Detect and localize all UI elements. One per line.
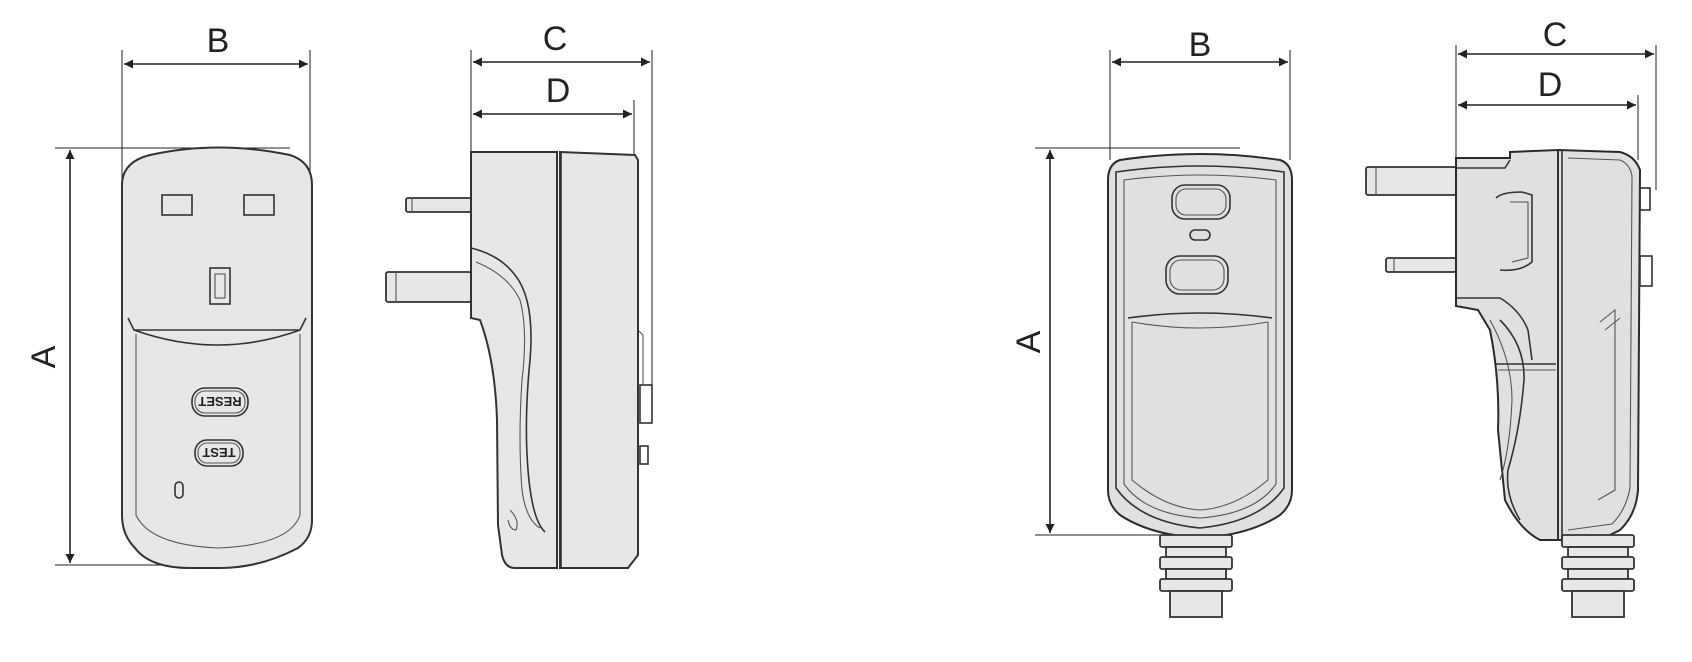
inline-led: [1189, 229, 1211, 241]
test-button-label: TEST: [202, 445, 235, 460]
inline-lower-button: [1165, 255, 1229, 295]
inline-side-button-upper: [1639, 187, 1651, 211]
inline-front-view: B A: [1010, 26, 1293, 618]
inline-body: [1107, 153, 1293, 540]
dimension-b-label: B: [207, 22, 230, 60]
dimension-d-label: D: [546, 72, 571, 110]
adapter-back-section: [470, 151, 558, 569]
socket-slot-right: [243, 194, 275, 216]
side-button-lower: [639, 445, 649, 465]
dimension-d2-label: D: [1538, 66, 1563, 104]
reset-button: [191, 387, 249, 417]
dimension-a2-label: A: [1010, 330, 1048, 353]
socket-slot-left: [161, 194, 193, 216]
dimension-c2-label: C: [1543, 16, 1568, 54]
inline-front-section: [1557, 148, 1642, 541]
adapter-front-view: B A RESET TEST: [25, 22, 313, 569]
inline-pin-upper: [1365, 166, 1457, 196]
inline-side-strain-relief: [1561, 534, 1635, 618]
indicator-led: [174, 481, 184, 499]
dimension-c-label: C: [543, 20, 568, 58]
inline-side-view: C D: [1365, 16, 1657, 618]
reset-button-label: RESET: [198, 394, 241, 409]
socket-slot-earth: [209, 267, 231, 305]
dimension-b2-label: B: [1189, 26, 1212, 64]
inline-upper-button: [1171, 184, 1231, 220]
plug-pin-lower: [385, 271, 472, 303]
dimension-a-label: A: [25, 345, 63, 368]
adapter-front-section: [559, 150, 639, 569]
test-button: [194, 439, 244, 467]
adapter-body: [121, 146, 313, 569]
inline-pin-lower: [1385, 257, 1457, 273]
inline-side-button-lower: [1639, 255, 1653, 287]
side-button-upper: [639, 384, 653, 424]
cable-strain-relief: [1159, 534, 1233, 618]
adapter-side-view: C D: [385, 20, 653, 569]
plug-pin-upper: [405, 197, 472, 213]
